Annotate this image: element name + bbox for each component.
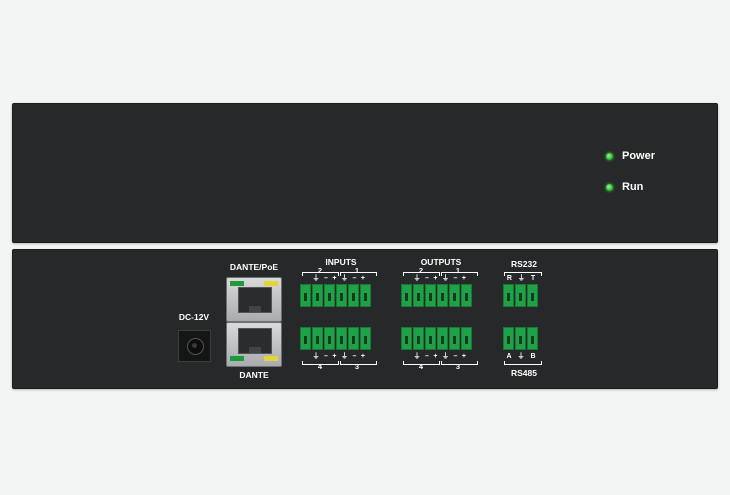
dante-poe-label: DANTE/PoE xyxy=(229,262,279,272)
dc-power-jack[interactable] xyxy=(178,330,211,362)
outputs-label: OUTPUTS xyxy=(420,257,462,267)
output-group-label: 2 xyxy=(418,266,424,275)
run-led-icon xyxy=(606,183,613,191)
output-group-label: 3 xyxy=(455,362,461,371)
output-bracket xyxy=(441,361,478,365)
power-indicator: Power xyxy=(606,150,655,162)
output-terminal-block-bottom[interactable] xyxy=(401,327,472,350)
output-bracket xyxy=(403,272,440,276)
input-bracket xyxy=(302,272,339,276)
power-label: Power xyxy=(622,150,656,162)
rs485-terminal-block[interactable] xyxy=(503,327,538,350)
input-group-label: 4 xyxy=(317,362,323,371)
rs485-bracket xyxy=(504,361,542,365)
rs232-pin-marks: R⏚T xyxy=(506,275,542,282)
output-pin-marks-bottom: ⏚–+⏚–+ xyxy=(413,353,471,360)
dc-jack-pin-icon xyxy=(192,343,197,348)
run-label: Run xyxy=(622,181,644,193)
input-terminal-block-top[interactable] xyxy=(300,284,371,307)
rs232-label: RS232 xyxy=(511,259,537,269)
output-group-label: 1 xyxy=(455,266,461,275)
dante-port[interactable] xyxy=(226,322,282,367)
output-group-label: 4 xyxy=(418,362,424,371)
rs485-label: RS485 xyxy=(511,368,537,378)
input-bracket xyxy=(340,272,377,276)
rs232-terminal-block[interactable] xyxy=(503,284,538,307)
dante-label: DANTE xyxy=(239,370,269,380)
input-group-label: 3 xyxy=(354,362,360,371)
inputs-label: INPUTS xyxy=(325,257,357,267)
input-pin-marks-bottom: ⏚–+⏚–+ xyxy=(312,353,370,360)
rj45-socket-icon xyxy=(238,328,272,354)
input-group-label: 2 xyxy=(317,266,323,275)
output-bracket xyxy=(441,272,478,276)
rj45-socket-icon xyxy=(238,287,272,313)
activity-led-icon xyxy=(264,281,278,286)
input-bracket xyxy=(340,361,377,365)
activity-led-icon xyxy=(264,356,278,361)
power-led-icon xyxy=(606,152,613,160)
dante-poe-port[interactable] xyxy=(226,277,282,322)
input-pin-marks-top: ⏚–+⏚–+ xyxy=(312,275,370,282)
dc-label: DC-12V xyxy=(178,312,210,322)
input-bracket xyxy=(302,361,339,365)
run-indicator: Run xyxy=(606,181,643,193)
link-led-icon xyxy=(230,281,244,286)
input-terminal-block-bottom[interactable] xyxy=(300,327,371,350)
link-led-icon xyxy=(230,356,244,361)
rear-panel: DC-12V DANTE/PoE DANTE INPUTS 2 1 ⏚–+⏚–+… xyxy=(12,249,718,389)
output-pin-marks-top: ⏚–+⏚–+ xyxy=(413,275,471,282)
input-group-label: 1 xyxy=(354,266,360,275)
output-terminal-block-top[interactable] xyxy=(401,284,472,307)
rs232-bracket xyxy=(504,272,542,276)
output-bracket xyxy=(403,361,440,365)
front-panel: Power Run xyxy=(12,103,718,243)
rs485-pin-marks: A⏚B xyxy=(506,353,542,360)
